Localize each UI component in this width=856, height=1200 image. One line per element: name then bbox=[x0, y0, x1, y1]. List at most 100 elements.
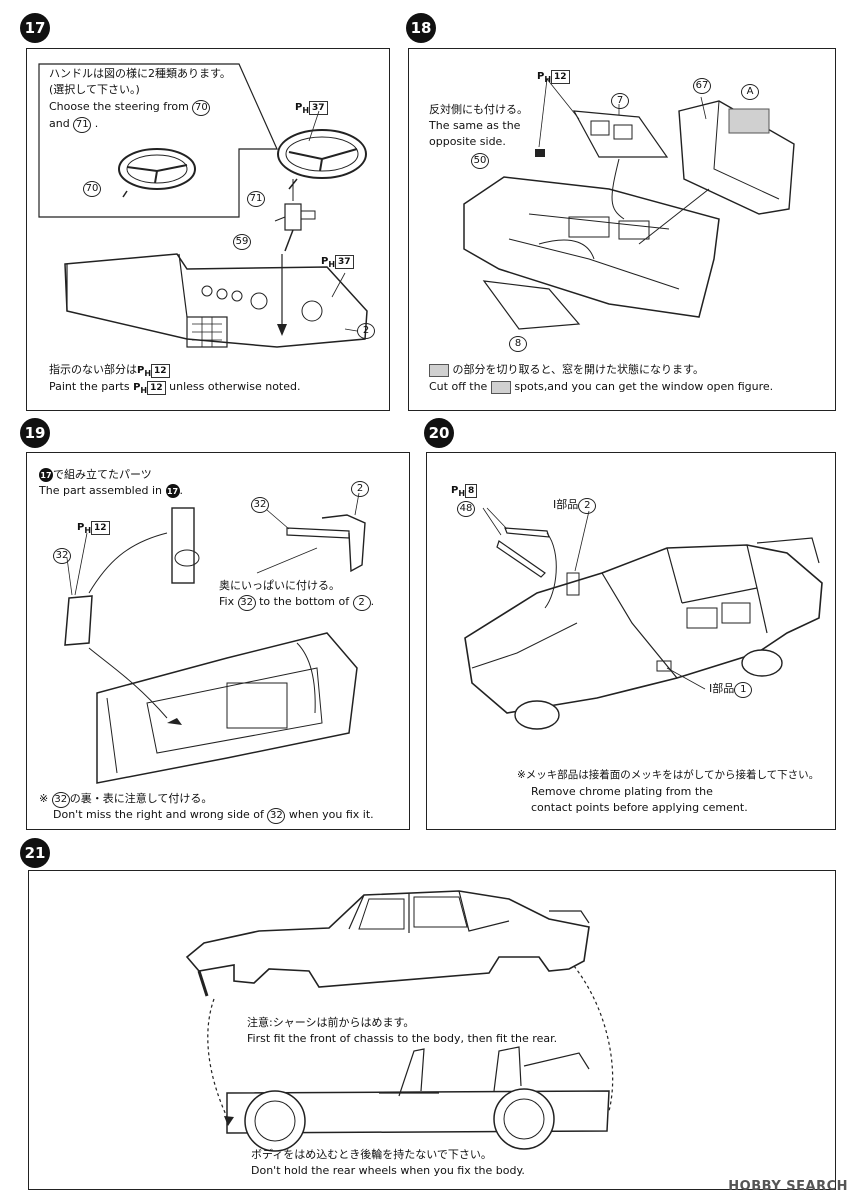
step-18-badge: 18 bbox=[406, 13, 436, 43]
step-19-fix-en: Fix 32 to the bottom of 2. bbox=[219, 594, 374, 611]
step-21-note-jp-1: 注意:シャーシは前からはめます。 bbox=[247, 1016, 415, 1029]
part-32-ref: 32 bbox=[237, 595, 256, 611]
hobby-search-watermark: HOBBY SEARCH bbox=[728, 1179, 848, 1194]
label-32b: 32 bbox=[251, 495, 269, 513]
fix-en-mid: to the bottom of bbox=[259, 595, 350, 608]
ph-sub: H bbox=[84, 526, 92, 535]
step-19-warn-en: Don't miss the right and wrong side of 3… bbox=[53, 807, 374, 824]
label-a: A bbox=[741, 82, 759, 100]
ph-letter: P bbox=[537, 71, 545, 82]
step-18-illustration bbox=[463, 78, 795, 330]
step-18-cut-en: Cut off the spots,and you can get the wi… bbox=[429, 379, 773, 395]
ph-letter: P bbox=[451, 485, 459, 496]
part-32-ref: 32 bbox=[267, 808, 286, 824]
ph-letter: P bbox=[77, 522, 85, 533]
step-17-panel: ハンドルは図の様に2種類あります。 (選択して下さい。) Choose the … bbox=[26, 48, 390, 411]
part-71-ref: 71 bbox=[73, 117, 92, 133]
step-18-note-jp: 反対側にも付ける。 bbox=[429, 103, 528, 116]
i-part-text: I部品 bbox=[709, 682, 735, 695]
ph-sub: H bbox=[328, 260, 336, 269]
ref-en-text: The part assembled in bbox=[39, 484, 163, 497]
fix-en-post: . bbox=[370, 595, 375, 608]
step-20-chrome-en-2: contact points before applying cement. bbox=[531, 801, 748, 814]
i-part-text: I部品 bbox=[553, 498, 579, 511]
i-part-num: 1 bbox=[734, 682, 753, 698]
step-20-illustration bbox=[464, 507, 823, 730]
label-70: 70 bbox=[83, 179, 101, 197]
label-48: 48 bbox=[457, 499, 475, 517]
label-32-num: 32 bbox=[53, 548, 71, 564]
label-8: 8 bbox=[509, 334, 527, 352]
step-20-chrome-en-1: Remove chrome plating from the bbox=[531, 785, 713, 798]
step-17-note-en-pre: Choose the steering from bbox=[49, 100, 189, 113]
ph-box: 12 bbox=[551, 70, 570, 84]
warn-jp-text: の裏・表に注意して付ける。 bbox=[69, 792, 213, 805]
step-19-ref-jp: 17で組み立てたパーツ bbox=[39, 467, 152, 483]
warn-en-post: when you fix it. bbox=[288, 808, 374, 821]
label-32-num: 32 bbox=[251, 497, 269, 513]
ph-box: 12 bbox=[147, 381, 166, 395]
step-18-note-en-1: The same as the bbox=[429, 119, 521, 132]
label-7-num: 7 bbox=[611, 93, 629, 109]
label-59-num: 59 bbox=[233, 234, 251, 250]
cut-en-pre: Cut off the bbox=[429, 380, 488, 393]
cut-en-post: spots,and you can get the window open fi… bbox=[514, 380, 774, 393]
cut-area-swatch bbox=[429, 363, 449, 377]
ref-jp-text: で組み立てたパーツ bbox=[53, 468, 152, 481]
step-21-number: 21 bbox=[24, 844, 46, 862]
part-2-ref: 2 bbox=[352, 595, 371, 611]
label-2-num: 2 bbox=[351, 481, 369, 497]
label-7: 7 bbox=[611, 91, 629, 109]
label-a-letter: A bbox=[741, 84, 759, 100]
ph-box: 12 bbox=[151, 364, 170, 378]
step-17-number: 17 bbox=[24, 19, 46, 37]
part-32-ref: 32 bbox=[51, 792, 70, 808]
step-20-badge: 20 bbox=[424, 418, 454, 448]
step-17-note-jp-1: ハンドルは図の様に2種類あります。 bbox=[49, 67, 231, 80]
step-21-note-en-2: Don't hold the rear wheels when you fix … bbox=[251, 1164, 525, 1177]
label-8-num: 8 bbox=[509, 336, 527, 352]
step-17-badge: 17 bbox=[20, 13, 50, 43]
fix-en-pre: Fix bbox=[219, 595, 235, 608]
step-19-fix-jp: 奥にいっぱいに付ける。 bbox=[219, 579, 340, 592]
label-70-num: 70 bbox=[83, 181, 101, 197]
step-ref-badge: 17 bbox=[39, 468, 53, 482]
label-71-num: 71 bbox=[247, 191, 265, 207]
ph-sub: H bbox=[140, 386, 148, 395]
label-48-num: 48 bbox=[457, 501, 475, 517]
ph-box: 12 bbox=[91, 521, 110, 535]
step-18-cut-jp: の部分を切り取ると、窓を開けた状態になります。 bbox=[429, 362, 704, 378]
step-17-note-en-1: Choose the steering from 70 bbox=[49, 99, 211, 116]
label-67-num: 67 bbox=[693, 78, 711, 94]
ph-box: 37 bbox=[335, 255, 354, 269]
label-2: 2 bbox=[351, 479, 369, 497]
step-21-illustration bbox=[185, 890, 614, 1152]
label-67: 67 bbox=[693, 76, 711, 94]
label-50: 50 bbox=[471, 151, 489, 169]
paint-en-pre: Paint the parts bbox=[49, 380, 130, 393]
step-ref-badge: 17 bbox=[165, 484, 180, 498]
label-32a: 32 bbox=[53, 546, 71, 564]
label-50-num: 50 bbox=[471, 153, 489, 169]
ph-letter: P bbox=[321, 256, 329, 267]
step-18-number: 18 bbox=[410, 19, 432, 37]
step-17-note-en-mid: and bbox=[49, 117, 70, 130]
ph-letter: P bbox=[133, 382, 141, 393]
cut-area-swatch bbox=[490, 380, 511, 394]
ph-letter: P bbox=[137, 365, 145, 376]
cut-jp-text: の部分を切り取ると、窓を開けた状態になります。 bbox=[452, 363, 704, 376]
part-70-ref: 70 bbox=[192, 100, 211, 116]
step-17-note-en-2: and 71 . bbox=[49, 116, 98, 133]
paint-jp-text: 指示のない部分は bbox=[49, 363, 137, 376]
step-19-panel: 17で組み立てたパーツ The part assembled in 17. PH… bbox=[26, 452, 410, 830]
ph-box: 8 bbox=[465, 484, 478, 498]
